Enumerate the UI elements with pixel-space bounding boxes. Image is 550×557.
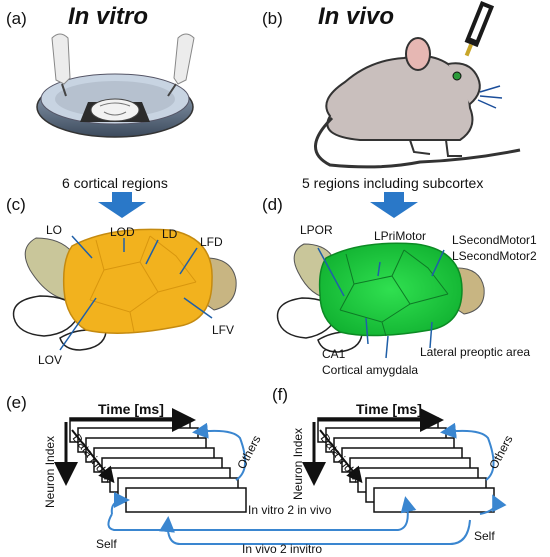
arrow-vitro-to-vivo	[107, 496, 417, 531]
others-loop-f	[440, 422, 495, 481]
transfer-arrows	[107, 492, 507, 545]
panel-a-title: In vitro	[68, 3, 148, 30]
self-loop-e	[110, 492, 130, 515]
region-label-lateral-preoptic-area: Lateral preoptic area	[420, 345, 530, 359]
label-in-vivo-2-invitro: In vivo 2 invitro	[242, 542, 322, 556]
self-loop-f	[479, 494, 507, 515]
region-label-cortical-amygdala: Cortical amygdala	[322, 363, 418, 377]
region-label-CA1: CA1	[322, 347, 346, 361]
panel-b-title: In vivo	[318, 3, 394, 30]
region-label-LPOR: LPOR	[300, 223, 333, 237]
caption-d: 5 regions including subcortex	[302, 175, 483, 218]
panel-c-label: (c)	[6, 195, 26, 214]
data-axis-arrow-e	[71, 429, 115, 484]
panel-e: (e) Time [ms] Neuron Index Data index Ot…	[6, 393, 264, 513]
region-pointers-c	[59, 235, 213, 351]
region-label-LOV: LOV	[38, 353, 62, 367]
region-label-LSecondMotor1: LSecondMotor1	[452, 233, 537, 247]
others-loop-e	[192, 422, 247, 481]
cortex-parcellation	[89, 235, 197, 333]
region-label-LPriMotor: LPriMotor	[374, 229, 426, 243]
label-self-left: Self	[96, 537, 117, 551]
time-axis-label-f: Time [ms]	[356, 401, 422, 417]
mouse-illustration	[314, 1, 521, 169]
panel-d: (d) LPOR LPriMotor LSecondMotor1 LSecond…	[262, 195, 537, 377]
region-label-LSecondMotor2: LSecondMotor2	[452, 249, 537, 263]
panel-a-label: (a)	[6, 9, 27, 28]
down-arrow-d	[370, 192, 418, 218]
down-arrow-c	[98, 192, 146, 218]
panel-d-label: (d)	[262, 195, 283, 214]
label-in-vitro-2-in-vivo: In vitro 2 in vivo	[248, 503, 332, 517]
panel-e-label: (e)	[6, 393, 27, 412]
caption-5-regions: 5 regions including subcortex	[302, 175, 483, 191]
cortex-orange-region	[62, 228, 213, 334]
neuron-axis-label-e: Neuron Index	[43, 436, 57, 508]
panel-f-label: (f)	[272, 385, 288, 404]
region-label-LO: LO	[46, 223, 62, 237]
caption-c: 6 cortical regions	[62, 175, 168, 218]
panel-b: (b) In vivo	[262, 1, 521, 169]
panel-b-label: (b)	[262, 9, 283, 28]
data-axis-arrow-f	[319, 429, 363, 484]
data-stack-e	[69, 417, 247, 513]
panel-a: (a) In vitro	[6, 3, 195, 138]
others-label-e: Others	[234, 433, 263, 471]
green-parcellation	[339, 249, 449, 337]
region-label-LOD: LOD	[110, 225, 135, 239]
panel-c: (c) LO LOD LD LFD LOV LFV	[6, 195, 237, 367]
label-self-right: Self	[474, 529, 495, 543]
neuron-axis-label-f: Neuron Index	[291, 428, 305, 500]
petri-dish-illustration	[36, 33, 195, 138]
arrow-vivo-to-vitro	[159, 516, 471, 545]
time-axis-label-e: Time [ms]	[98, 401, 164, 417]
data-stack-f	[317, 417, 495, 513]
region-pointers-d	[317, 247, 445, 359]
caption-6-cortical: 6 cortical regions	[62, 175, 168, 191]
others-label-f: Others	[486, 433, 515, 471]
region-label-LFV: LFV	[212, 323, 234, 337]
region-label-LD: LD	[162, 227, 178, 241]
panel-f: (f) Time [ms] Neuron Index Data index Ot…	[272, 385, 516, 513]
region-label-LFD: LFD	[200, 235, 223, 249]
